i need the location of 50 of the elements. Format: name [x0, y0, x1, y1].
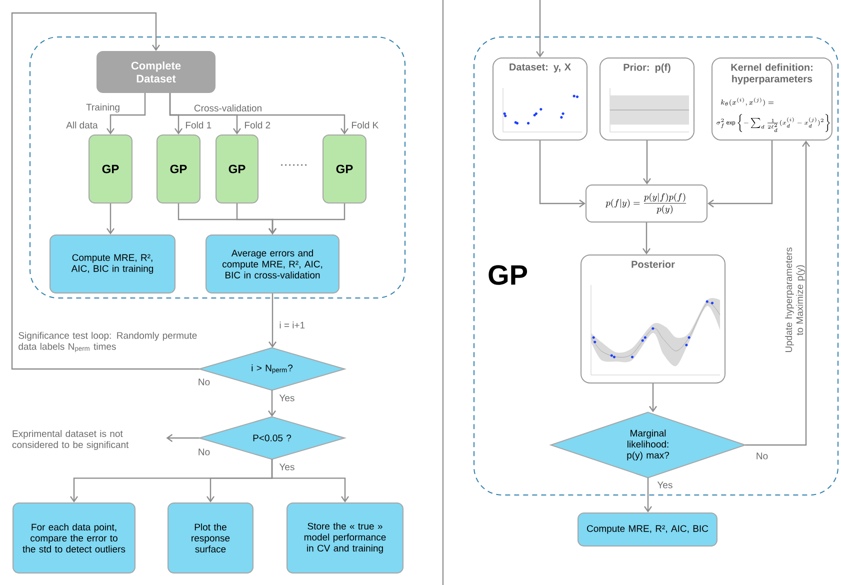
edge-label: Fold 2: [243, 120, 272, 130]
arrow: [643, 140, 651, 184]
arrow: [169, 93, 348, 134]
model-box: GP: [88, 134, 132, 204]
process-box: Complete Dataset: [96, 51, 216, 93]
edge-label: Fold 1: [184, 120, 213, 130]
panel-box: Kernel definition: hyperparameters $k_\theta(x^{(i)},x^{(j)}) =$ $\sigma_f^2 \exp\left\{-\sum_d \frac{1}{2\ell_d^2}(x_d^{(i)}-x_d^{(j)})^2\right\}$: [712, 58, 832, 140]
dashed-group-frame: [30, 36, 406, 298]
edge-label: Yes: [278, 394, 296, 402]
note-text: Significance test loop: Randomly permute data labels N$_{perm}$ times: [18, 332, 197, 352]
edge-label: No: [196, 448, 212, 456]
panel-box: Prior: p(f): [600, 58, 694, 140]
edge-label: Yes: [278, 462, 296, 472]
process-box: For each data point, compare the error to the std to detect outliers: [12, 502, 136, 574]
process-box: Store the « true » model performance in CV and training: [286, 502, 404, 574]
model-box: GP: [216, 134, 258, 204]
panel-box: Posterior: [580, 254, 726, 384]
edge-label: Yes: [656, 480, 674, 490]
process-box: Compute MRE, R², AIC, BIC: [578, 512, 718, 546]
panel-box: Dataset: y, X: [492, 58, 588, 140]
edge-label: No: [754, 452, 770, 460]
edge-label: All data: [65, 120, 99, 130]
arrow: [649, 384, 657, 412]
outcome-text: Exprimental dataset is not considered to be significant: [12, 430, 129, 450]
arrow: [536, 0, 544, 58]
edge-label: Fold K: [350, 120, 380, 130]
arrow: [268, 294, 276, 348]
process-box: Plot the response surface: [168, 502, 254, 574]
note-text: Cross-validation: [194, 104, 262, 112]
arrow: [271, 459, 349, 502]
process-box: Average errors and compute MRE, R², AIC, BIC in cross-validation: [206, 234, 340, 294]
arrow: [642, 222, 650, 254]
note-text: Update hyperparameters to Maximize p(y): [785, 248, 805, 352]
note-text: Training: [86, 104, 120, 112]
arrow: [11, 12, 200, 370]
arrow: [268, 204, 346, 234]
arrow: [644, 478, 652, 512]
arrow: [166, 434, 200, 442]
formula-box: $p(f|y) = \frac{p(y|f)p(f)}{p(y)}$: [586, 184, 708, 222]
arrow: [106, 204, 114, 234]
edge-label: i = i+1: [278, 320, 306, 330]
model-box: GP: [322, 134, 366, 204]
arrow: [106, 93, 146, 134]
arrow: [745, 140, 810, 446]
edge-label: No: [196, 378, 212, 386]
arrow: [268, 390, 276, 417]
model-box: GP: [156, 134, 200, 204]
process-box: Compute MRE, R², AIC, BIC in training: [50, 234, 176, 294]
arrow: [539, 140, 586, 208]
arrow: [708, 140, 773, 208]
